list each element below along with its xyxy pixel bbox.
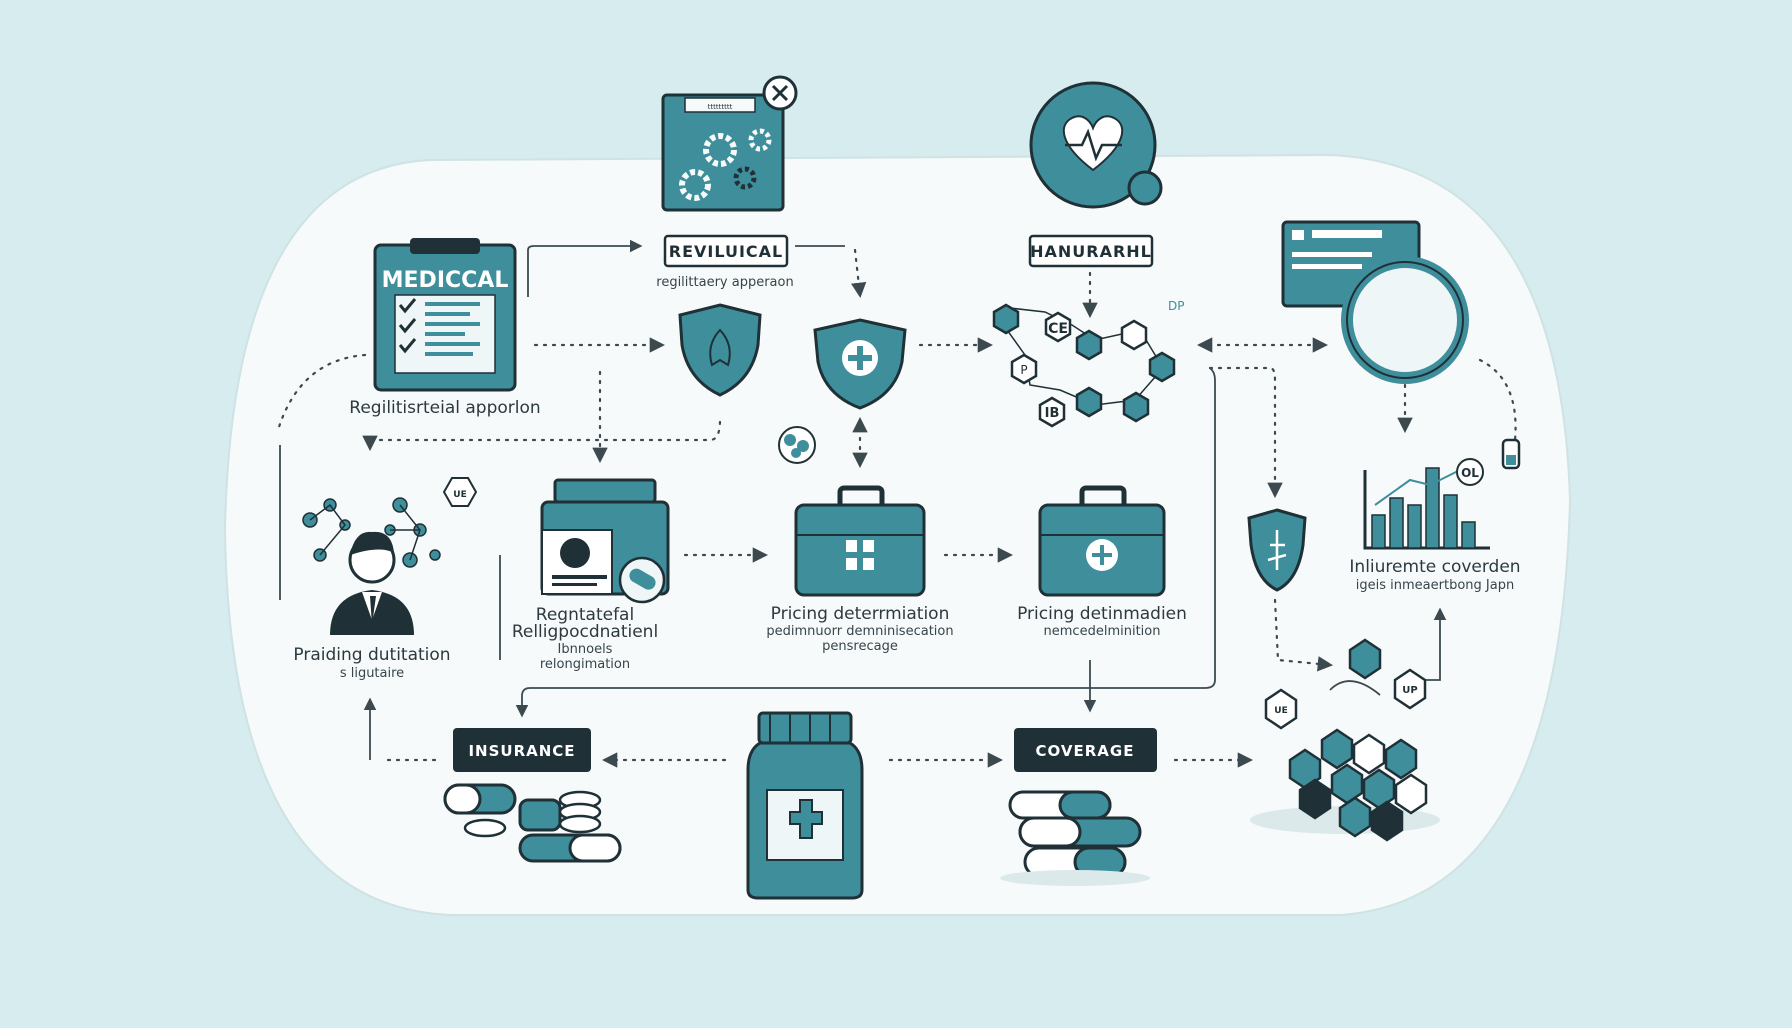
clipboard-caption: Regilitisrteial apporlon [349,398,540,418]
close-icon[interactable] [762,75,798,111]
kit1-caption-line2: pedimnuorr demninisecation [766,624,953,639]
insurance-tag [453,728,591,772]
molecule-icon [778,426,816,464]
small-hexagon-badge-label: UE [453,490,466,500]
pill-bottle-icon [746,711,864,900]
hexagon-network-icon [992,303,1176,428]
coverage-tag-label: COVERAGE [1036,742,1135,760]
person-caption-line1: Praiding dutitation [293,645,450,665]
insurance-tag-label: INSURANCE [468,742,575,760]
chart-caption-line1: Inliuremte coverden [1349,557,1520,577]
jar-caption-line3: Ibnnoels [558,642,613,657]
hex-label-c: IB [1045,406,1060,421]
process-caption: regilittaery apperaon [656,275,793,290]
kit2-caption-line1: Pricing detinmadien [1017,604,1187,624]
jar-caption-line2: Relligpocdnatienl [512,622,658,642]
shield-icon-small [1247,508,1307,592]
clipboard-sign: MEDICCAL [382,268,509,293]
process-tag [663,234,789,268]
hex-label-b: P [1020,363,1027,377]
coverage-tag [1014,728,1157,772]
kit2-caption-line2: nemcedelminition [1044,624,1161,639]
cluster-hex-label: UP [1402,685,1417,696]
bar-chart-icon [1363,438,1521,550]
shield-icon [678,303,762,397]
flow-connectors [276,239,1517,768]
kit1-caption-line3: pensrecage [822,639,898,654]
hexagon-cluster-icon [1250,638,1440,842]
jar-caption-line4: relongimation [540,657,630,672]
person-icon [330,531,414,635]
heart-pulse-icon [1029,81,1163,209]
dp-mark: DP [1168,299,1184,313]
monitor-magnifier-icon [1281,220,1469,384]
shield-plus-icon [813,318,907,410]
medicine-jar-icon [540,478,670,604]
gears-window-title: ttttttttt [708,103,733,111]
health-tag-label: HANURARHL [1030,242,1152,261]
molecule-cluster-icon [302,497,441,568]
person-caption-line2: s ligutaire [340,666,404,681]
medical-kit-icon [794,485,926,597]
chart-badge-label: OL [1461,466,1479,480]
kit1-caption-line1: Pricing deterrmiation [771,604,950,624]
small-hexagon-badge [442,477,478,507]
hex-label-a: CE [1048,321,1068,337]
health-tag [1028,234,1154,268]
jar-caption-line1: Regntatefal [536,605,634,625]
cluster-hex-label-2: UE [1274,706,1287,716]
chart-caption-line2: igeis inmeaertbong Japn [1356,578,1514,593]
capsules-icon [1000,790,1150,886]
pills-icon [443,783,622,863]
process-tag-label: REVILUICAL [669,242,783,261]
clipboard-icon [373,238,517,392]
medical-kit-icon-2 [1038,485,1166,597]
gears-window-icon [661,93,785,212]
